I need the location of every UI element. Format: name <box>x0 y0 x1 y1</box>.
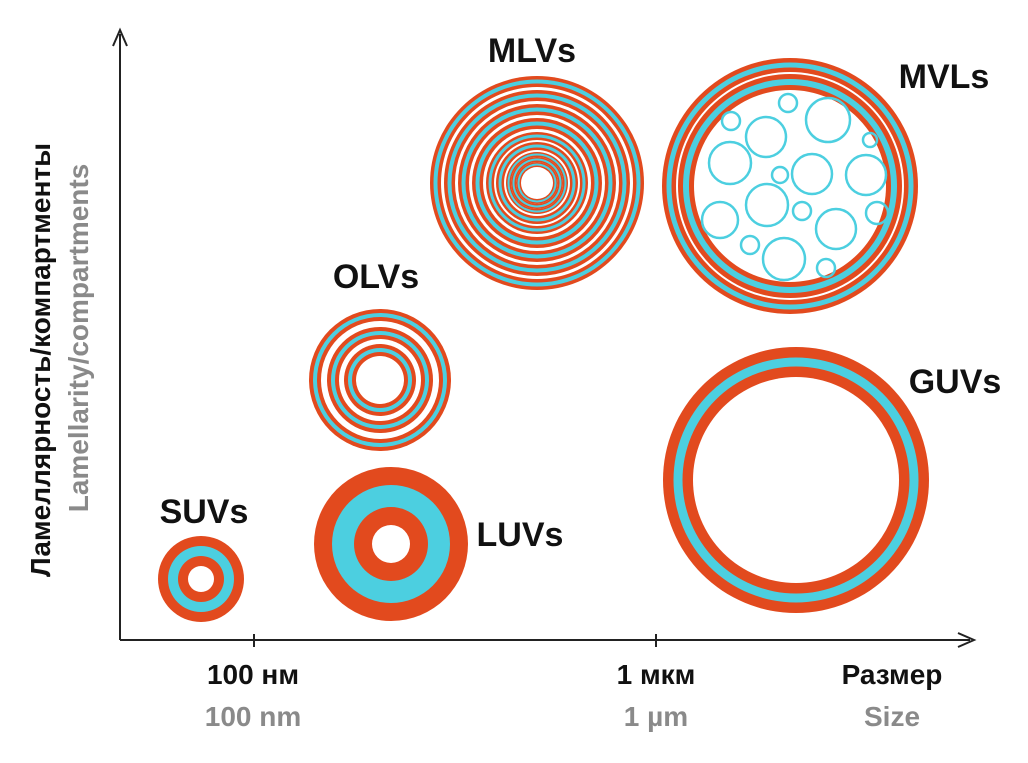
mvl-compartment-8 <box>790 152 834 196</box>
olv-vesicle <box>309 309 451 451</box>
axes <box>112 27 977 648</box>
mvl-compartment-1 <box>777 92 799 114</box>
luv-vesicle <box>314 467 468 621</box>
mvl-compartment-17 <box>815 257 837 279</box>
mvl-compartment-4 <box>720 110 742 132</box>
x-tick-label-1um-en: 1 µm <box>624 701 688 732</box>
mvl-compartment-3 <box>861 131 879 149</box>
mlv-label: MLVs <box>488 32 576 70</box>
mvl-compartment-2 <box>804 96 852 144</box>
mvl-inner-bilayer-aqueous-interior <box>694 90 886 282</box>
mvl-compartment-16 <box>761 236 807 282</box>
mvl-compartment-7 <box>770 165 790 185</box>
x-axis-label-en: Size <box>864 701 920 732</box>
mvl-compartment-11 <box>744 182 790 228</box>
suv-bilayer-aqueous-interior <box>188 566 214 592</box>
guv-bilayer-aqueous-interior <box>693 377 899 583</box>
y-axis-label-en: Lamellarity/compartments <box>63 164 94 513</box>
y-axis-label-ru: Ламеллярность/компартменты <box>25 143 56 577</box>
x-axis-label-ru: Размер <box>842 659 943 690</box>
mvl-compartment-14 <box>864 200 890 226</box>
x-axis-arrowhead <box>957 632 977 648</box>
suv-label: SUVs <box>160 493 249 531</box>
olv-bilayer-3-aqueous-interior <box>356 356 404 404</box>
x-tick-label-1um-ru: 1 мкм <box>617 659 696 690</box>
x-tick-label-100nm-ru: 100 нм <box>207 659 299 690</box>
y-axis-arrowhead <box>112 27 128 47</box>
luv-label: LUVs <box>477 516 564 554</box>
mvl-compartment-13 <box>814 207 858 251</box>
x-tick-label-100nm-en: 100 nm <box>205 701 302 732</box>
olv-label: OLVs <box>333 258 419 296</box>
mlv-bilayer-9-aqueous-interior <box>521 167 553 199</box>
mvl-compartment-9 <box>844 153 888 197</box>
guv-vesicle <box>663 347 929 613</box>
mlv-vesicle <box>430 76 644 290</box>
mvl-vesicle <box>662 58 918 314</box>
luv-bilayer-aqueous-interior <box>372 525 410 563</box>
mvl-compartment-15 <box>739 234 761 256</box>
mvl-compartment-12 <box>791 200 813 222</box>
mvl-compartment-6 <box>707 140 753 186</box>
guv-label: GUVs <box>909 363 1002 401</box>
mvl-label: MVLs <box>899 58 990 96</box>
mvl-compartment-5 <box>744 115 788 159</box>
suv-vesicle <box>158 536 244 622</box>
mvl-compartment-10 <box>700 200 740 240</box>
